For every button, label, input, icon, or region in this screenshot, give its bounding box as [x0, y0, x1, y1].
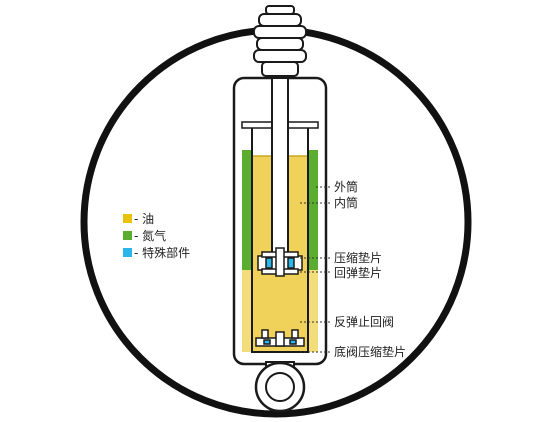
legend-label: - 氮气	[134, 228, 167, 243]
piston-rod	[271, 77, 289, 265]
legend-item-nitrogen: - 氮气	[123, 227, 190, 244]
label-compression-shim: 压缩垫片	[334, 251, 383, 265]
label-rebound-shim: 回弹垫片	[334, 266, 383, 280]
nitrogen-left	[242, 150, 252, 270]
top-mount	[253, 5, 307, 77]
special-parts-swatch	[123, 248, 132, 257]
nitrogen-right	[308, 150, 318, 270]
piston	[257, 247, 303, 277]
legend-label: - 油	[134, 211, 155, 226]
label-rebound-stop-valve: 反弹止回阀	[334, 315, 395, 329]
legend-label: - 特殊部件	[134, 245, 191, 260]
label-inner-tube: 内筒	[334, 196, 359, 210]
label-outer-tube: 外筒	[334, 180, 359, 194]
label-base-valve-compression-shim: 底阀压缩垫片	[334, 345, 407, 359]
legend: - 油 - 氮气 - 特殊部件	[123, 210, 190, 261]
leader-lines	[300, 186, 330, 353]
nitrogen-swatch	[123, 231, 132, 240]
legend-item-special-parts: - 特殊部件	[123, 244, 190, 261]
legend-item-oil: - 油	[123, 210, 190, 227]
oil-swatch	[123, 214, 132, 223]
base-valve	[255, 329, 305, 347]
oil-outer-right	[308, 270, 318, 352]
inner-tube	[251, 126, 309, 353]
oil-outer-left	[242, 270, 252, 352]
